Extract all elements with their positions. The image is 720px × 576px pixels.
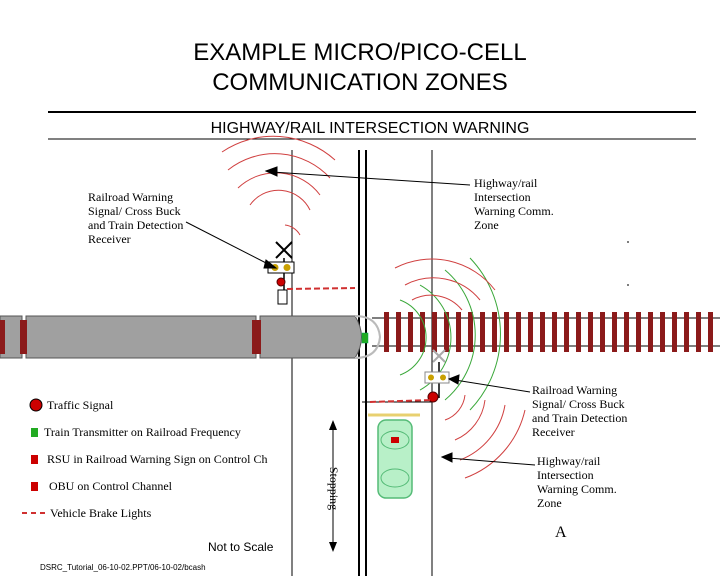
railroad-tie	[624, 312, 629, 352]
scale-note: Not to Scale	[208, 540, 274, 554]
railroad-tie	[648, 312, 653, 352]
railroad-tie	[420, 312, 425, 352]
railroad-tie	[588, 312, 593, 352]
rsu-icon-left	[276, 277, 286, 287]
section-heading: HIGHWAY/RAIL INTERSECTION WARNING	[210, 120, 530, 137]
callout-comm-zone-top: Highway/rail Intersection Warning Comm. …	[474, 176, 554, 232]
footer-source: DSRC_Tutorial_06-10-02.PPT/06-10-02/bcas…	[40, 563, 206, 572]
vehicle	[368, 413, 420, 499]
legend-icons	[22, 398, 46, 514]
stopping-arrow	[329, 420, 337, 552]
legend-train-transmitter-icon	[31, 428, 38, 437]
railroad-tie	[576, 312, 581, 352]
legend-train-transmitter-label: Train Transmitter on Railroad Frequency	[44, 425, 241, 439]
railroad-tie	[708, 312, 713, 352]
railroad-tie	[696, 312, 701, 352]
railroad-tie	[552, 312, 557, 352]
legend-traffic-signal-icon	[29, 398, 43, 412]
legend-rsu-label: RSU in Railroad Warning Sign on Control …	[47, 452, 268, 466]
train-transmitter-icon	[361, 332, 369, 344]
railroad-tie	[468, 312, 473, 352]
legend-obu-label: OBU on Control Channel	[49, 479, 172, 493]
railroad-tie	[564, 312, 569, 352]
title-line-2: COMMUNICATION ZONES	[212, 69, 508, 96]
railroad-tie	[480, 312, 485, 352]
railroad-tie	[636, 312, 641, 352]
legend-rsu-icon	[31, 455, 38, 464]
callout-arrows	[185, 166, 536, 466]
railroad-track	[372, 312, 720, 352]
legend-brake-lights-label: Vehicle Brake Lights	[50, 506, 152, 520]
train	[0, 315, 382, 359]
railroad-tie	[516, 312, 521, 352]
legend-obu-icon	[31, 482, 38, 491]
railroad-tie	[492, 312, 497, 352]
railroad-tie	[540, 312, 545, 352]
railroad-tie	[504, 312, 509, 352]
letter-marker: A	[555, 524, 567, 541]
legend-traffic-signal-label: Traffic Signal	[47, 398, 114, 412]
callout-comm-zone-bottom: Highway/rail Intersection Warning Comm. …	[537, 454, 617, 510]
rsu-icon-right	[427, 391, 439, 403]
callout-signal-receiver-bottom: Railroad Warning Signal/ Cross Buck and …	[532, 383, 628, 439]
page-title: EXAMPLE MICRO/PICO-CELL COMMUNICATION ZO…	[0, 38, 720, 98]
callout-signal-receiver-top: Railroad Warning Signal/ Cross Buck and …	[88, 190, 184, 246]
railroad-tie	[600, 312, 605, 352]
railroad-tie	[660, 312, 665, 352]
stopping-label: Stopping	[327, 466, 342, 511]
railroad-tie	[456, 312, 461, 352]
train-car-2	[25, 315, 257, 359]
railroad-tie	[528, 312, 533, 352]
rf-waves-bottom	[394, 258, 526, 479]
railroad-warning-signal-right	[369, 349, 450, 403]
railroad-tie	[612, 312, 617, 352]
rf-waves-top	[221, 135, 336, 236]
railroad-warning-signal-left	[267, 241, 356, 305]
gate-arm-left	[286, 287, 356, 290]
train-car-3	[259, 315, 362, 359]
railroad-tie	[672, 312, 677, 352]
title-line-1: EXAMPLE MICRO/PICO-CELL	[193, 39, 527, 66]
railroad-tie	[444, 312, 449, 352]
railroad-tie	[408, 312, 413, 352]
obu-icon	[391, 437, 399, 443]
gate-arm-right	[369, 399, 433, 403]
railroad-tie	[684, 312, 689, 352]
railroad-tie	[396, 312, 401, 352]
railroad-tie	[384, 312, 389, 352]
railroad-tie	[432, 312, 437, 352]
